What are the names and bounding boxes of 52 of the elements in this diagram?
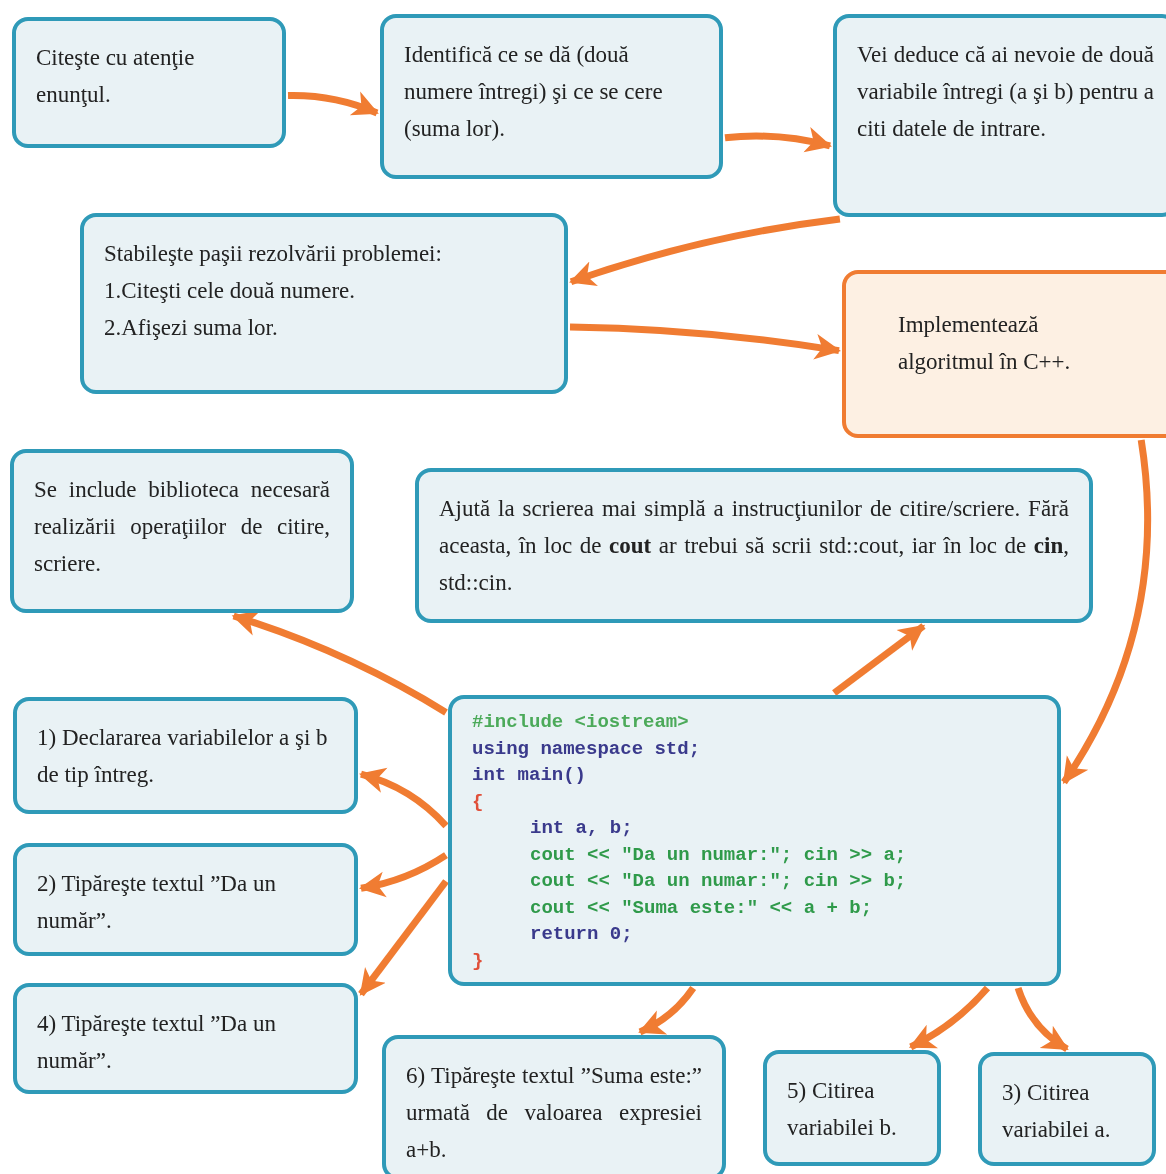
text-box (415, 468, 1093, 623)
text-box (12, 17, 286, 148)
text-box (380, 14, 723, 179)
arrow (358, 879, 449, 997)
code-line: int a, b; (530, 816, 633, 841)
box-text: Stabileşte paşii rezolvării problemei: (104, 240, 443, 268)
code-line: cout << "Da un numar:"; cin >> a; (530, 842, 907, 868)
code-line: #include <iostream> (472, 710, 689, 735)
text-box (382, 1035, 726, 1174)
box-text: 6) Tipăreşte textul ”Suma este:” urmată de valoarea expresiei a+b. (406, 1062, 702, 1164)
arrow (359, 852, 448, 897)
box-text: 3) Citirea variabilei a. (1002, 1079, 1112, 1144)
text-box (10, 449, 354, 613)
code-line: } (472, 948, 484, 974)
arrow (1014, 986, 1069, 1052)
text-box (978, 1052, 1156, 1166)
arrow (231, 610, 448, 716)
text-box (13, 843, 358, 956)
code-line: int main() (472, 763, 587, 788)
arrow (724, 127, 832, 153)
box-text: Vei deduce că ai nevoie de două variabile întregi (a şi b) pentru a citi datele de intrare. (857, 41, 1154, 143)
code-line: using namespace std; (472, 736, 701, 762)
highlight-box (842, 270, 1166, 438)
box-text: 1) Declararea variabilelor a şi b de tip întreg. (37, 724, 329, 789)
box-text: 2.Afişezi suma lor. (104, 314, 279, 342)
box-text: 5) Citirea variabilei b. (787, 1077, 898, 1142)
text-box (763, 1050, 941, 1166)
arrow (638, 985, 697, 1036)
arrow (287, 91, 379, 117)
text-box (13, 983, 358, 1094)
arrow (359, 768, 449, 829)
arrow (908, 985, 991, 1051)
arrow (1061, 439, 1151, 785)
box-text: Ajută la scrierea mai simplă a instrucţiunilor de citire/scriere. Fără aceasta, în loc de cout ar trebui să scrii std::cout, iar în loc de cin, std::cin. (439, 495, 1069, 597)
code-line: cout << "Da un numar:"; cin >> b; (530, 869, 907, 894)
code-line: { (472, 789, 484, 815)
arrow (569, 323, 841, 360)
box-text: Citeşte cu atenţie enunţul. (36, 44, 196, 109)
text-box (833, 14, 1166, 217)
box-text: 4) Tipăreşte textul ”Da un număr”. (37, 1010, 277, 1075)
code-line: cout << "Suma este:" << a + b; (530, 895, 873, 921)
box-text: Identifică ce se dă (două numere întregi) şi ce se cere (suma lor). (404, 41, 664, 143)
box-text: 2) Tipăreşte textul ”Da un număr”. (37, 870, 277, 935)
text-box (13, 697, 358, 814)
text-box (80, 213, 568, 394)
code-panel (448, 695, 1061, 986)
box-text: Implementează algoritmul în C++. (898, 311, 1072, 376)
arrow (832, 623, 926, 696)
arrow (569, 215, 841, 287)
box-text: Se include biblioteca necesară realizării operaţiilor de citire, scriere. (34, 476, 330, 578)
box-text: 1.Citeşti cele două numere. (104, 277, 356, 305)
code-line: return 0; (530, 922, 633, 947)
